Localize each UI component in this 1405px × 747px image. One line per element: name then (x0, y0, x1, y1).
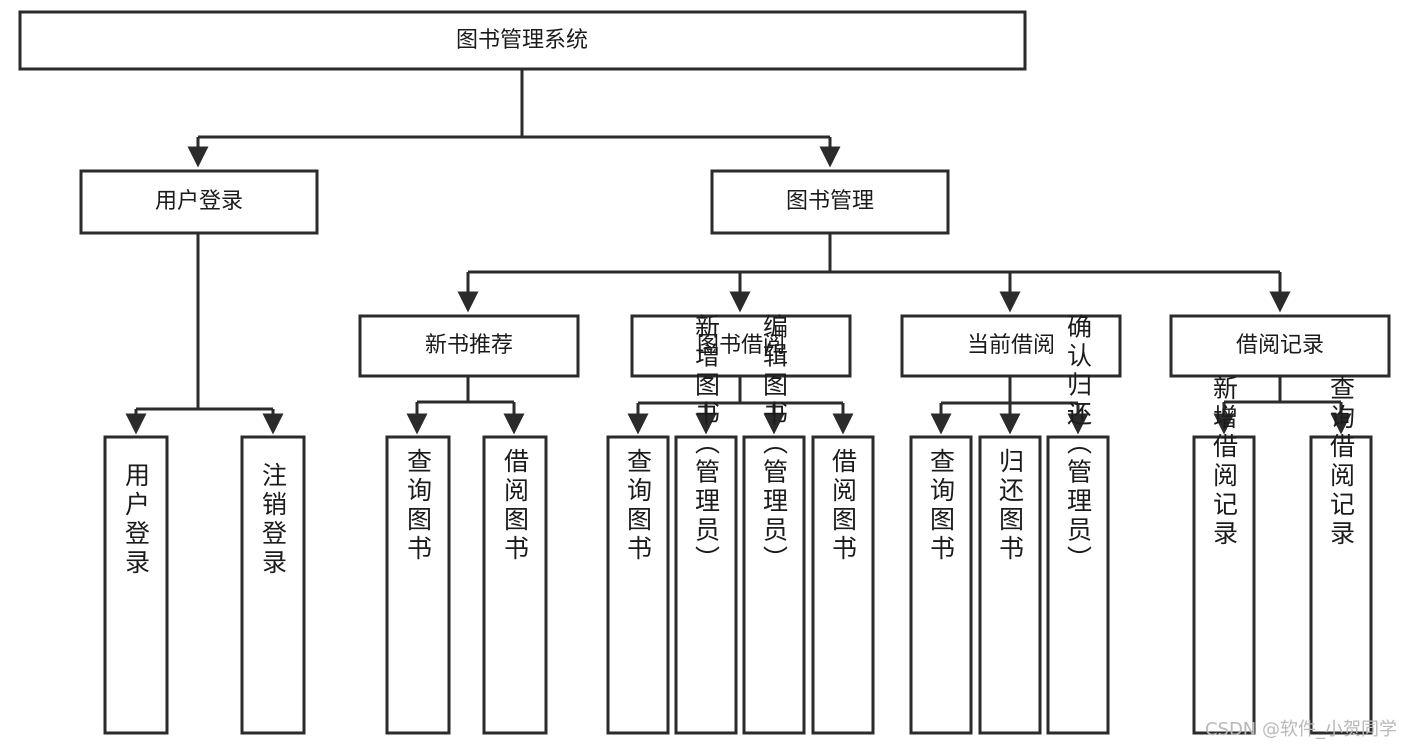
leaf-borrow-records-1-box[interactable] (1192, 435, 1256, 735)
node-new-book-recommend-box[interactable] (358, 314, 580, 378)
edges-book-borrow-to-leaves (627, 376, 854, 435)
leaf-new-book-2-label: 借阅图书 (501, 448, 530, 564)
node-current-borrow[interactable]: 当前借阅 (900, 314, 1122, 378)
leaf-current-borrow-2-label: 归还图书 (996, 448, 1025, 564)
node-new-book-recommend[interactable]: 新书推荐 (358, 314, 580, 378)
node-root-box[interactable] (18, 10, 1027, 71)
leaf-book-borrow-4[interactable]: 借阅图书 (811, 435, 875, 735)
edges-new-book-recommend-to-leaves (406, 376, 525, 435)
node-user-login-label: 用户登录 (155, 189, 243, 214)
leaf-book-borrow-4-box[interactable] (811, 435, 875, 735)
leaf-new-book-1-box[interactable] (385, 435, 451, 735)
leaf-borrow-records-1[interactable]: 新增借阅记录 (1192, 375, 1256, 735)
leaf-borrow-records-2-box[interactable] (1309, 435, 1373, 735)
node-borrow-records[interactable]: 借阅记录 (1169, 314, 1391, 378)
node-book-manage[interactable]: 图书管理 (710, 169, 950, 235)
leaf-current-borrow-3[interactable]: 确认归还（管理员） (1046, 314, 1110, 735)
node-book-borrow-label: 图书借阅 (697, 333, 785, 358)
node-root-label: 图书管理系统 (456, 28, 588, 53)
node-root[interactable]: 图书管理系统 (18, 10, 1027, 71)
leaf-new-book-2-box[interactable] (482, 435, 548, 735)
leaf-borrow-records-1-label: 新增借阅记录 (1210, 375, 1239, 549)
leaf-current-borrow-2-box[interactable] (978, 435, 1042, 735)
node-current-borrow-label: 当前借阅 (967, 333, 1055, 358)
leaf-book-borrow-2-box[interactable] (674, 435, 738, 735)
leaf-book-borrow-2-label: 新增图书（管理员） (692, 314, 721, 575)
leaf-user-login-1-box[interactable] (103, 435, 169, 735)
node-borrow-records-label: 借阅记录 (1236, 333, 1324, 358)
leaf-user-login-2[interactable]: 注销登录 (240, 435, 306, 735)
edges-user-login-to-leaves (125, 233, 284, 435)
node-new-book-recommend-label: 新书推荐 (425, 333, 513, 358)
leaf-user-login-2-box[interactable] (240, 435, 306, 735)
node-user-login[interactable]: 用户登录 (79, 169, 319, 235)
leaf-new-book-1[interactable]: 查询图书 (385, 435, 451, 735)
node-book-borrow-box[interactable] (630, 314, 852, 378)
leaf-current-borrow-3-box[interactable] (1046, 435, 1110, 735)
edges-borrow-records-to-leaves (1213, 376, 1352, 435)
edges-book-manage-to-level3 (457, 233, 1291, 313)
leaf-book-borrow-1[interactable]: 查询图书 (606, 435, 670, 735)
leaf-user-login-1-label: 用户登录 (122, 462, 151, 578)
leaf-user-login-1[interactable]: 用户登录 (103, 435, 169, 735)
edges-current-borrow-to-leaves (930, 376, 1089, 435)
node-user-login-box[interactable] (79, 169, 319, 235)
leaf-current-borrow-3-label: 确认归还（管理员） (1064, 314, 1093, 575)
leaf-current-borrow-2[interactable]: 归还图书 (978, 435, 1042, 735)
leaf-current-borrow-1-box[interactable] (909, 435, 973, 735)
leaf-book-borrow-1-box[interactable] (606, 435, 670, 735)
leaf-book-borrow-4-label: 借阅图书 (829, 448, 858, 564)
leaf-new-book-2[interactable]: 借阅图书 (482, 435, 548, 735)
leaf-book-borrow-3-label: 编辑图书（管理员） (760, 314, 789, 575)
leaf-book-borrow-1-label: 查询图书 (624, 448, 653, 564)
leaf-current-borrow-1-label: 查询图书 (927, 448, 956, 564)
node-book-borrow[interactable]: 图书借阅 (630, 314, 852, 378)
edges-root-to-level2 (187, 69, 841, 168)
leaf-book-borrow-3[interactable]: 编辑图书（管理员） (742, 314, 806, 735)
leaf-book-borrow-2[interactable]: 新增图书（管理员） (674, 314, 738, 735)
leaf-current-borrow-1[interactable]: 查询图书 (909, 435, 973, 735)
leaf-book-borrow-3-box[interactable] (742, 435, 806, 735)
node-book-manage-label: 图书管理 (786, 189, 874, 214)
leaf-borrow-records-2-label: 查询借阅记录 (1327, 375, 1356, 549)
node-book-manage-box[interactable] (710, 169, 950, 235)
leaf-new-book-1-label: 查询图书 (404, 448, 433, 564)
leaf-borrow-records-2[interactable]: 查询借阅记录 (1309, 375, 1373, 735)
leaf-user-login-2-label: 注销登录 (259, 462, 288, 578)
node-borrow-records-box[interactable] (1169, 314, 1391, 378)
node-current-borrow-box[interactable] (900, 314, 1122, 378)
